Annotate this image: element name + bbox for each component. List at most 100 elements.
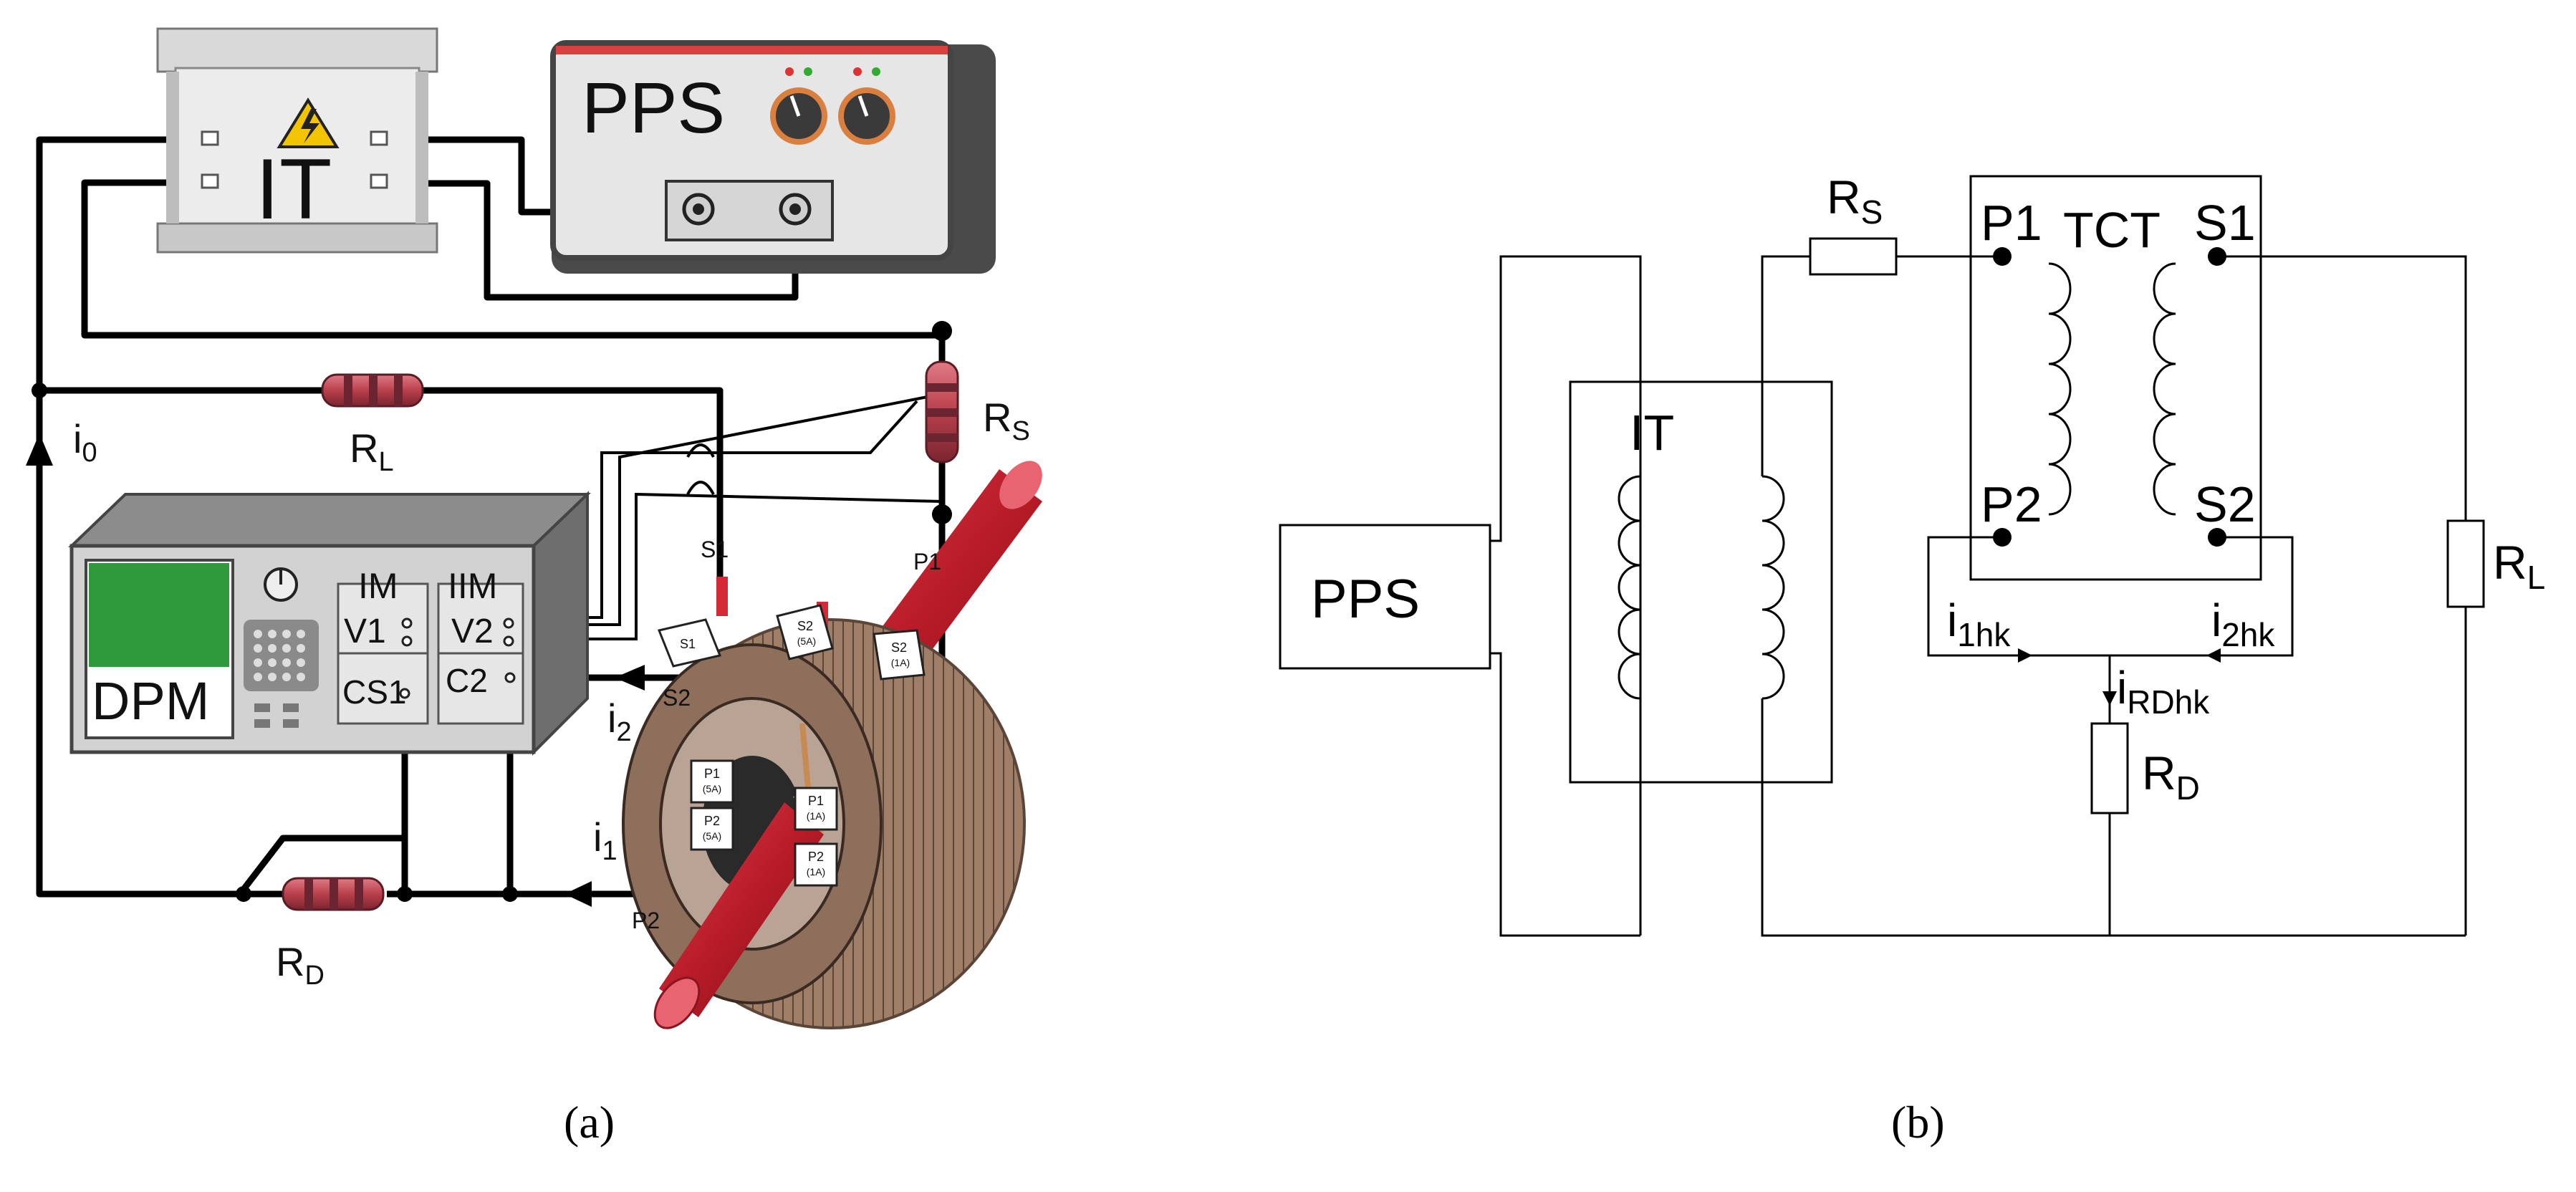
b-wire-sec-bottom bbox=[1761, 698, 2466, 937]
keypad-icon bbox=[244, 620, 319, 691]
b-rs-label: RS bbox=[1827, 170, 1883, 231]
b-rl-label: RL bbox=[2493, 536, 2545, 596]
im-label: IM bbox=[358, 566, 398, 606]
b-tct-label: TCT bbox=[2063, 202, 2161, 258]
rl-resistor bbox=[321, 373, 424, 408]
b-tct-coil-primary bbox=[2048, 262, 2072, 516]
svg-text:(5A): (5A) bbox=[797, 635, 816, 647]
lightning-icon bbox=[301, 109, 319, 143]
svg-text:(1A): (1A) bbox=[807, 810, 825, 822]
b-rd-resistor bbox=[2090, 722, 2129, 814]
svg-text:P1: P1 bbox=[704, 766, 720, 781]
svg-text:P2: P2 bbox=[704, 814, 720, 828]
b-wire-sec-top bbox=[1761, 255, 1810, 476]
b-rs-resistor bbox=[1809, 237, 1898, 276]
b-it-coil-secondary bbox=[1762, 475, 1785, 700]
caption-a: (a) bbox=[564, 1097, 615, 1148]
it-device: IT bbox=[156, 27, 438, 254]
v1-label: V1 bbox=[344, 612, 386, 650]
b-it-box bbox=[1569, 380, 1833, 784]
b-s1-label: S1 bbox=[2194, 195, 2256, 251]
svg-text:(5A): (5A) bbox=[703, 830, 721, 842]
dpm-screen bbox=[89, 563, 229, 667]
it-label: IT bbox=[256, 141, 332, 237]
wire-rl-right bbox=[423, 387, 724, 595]
wire-loop-left bbox=[36, 136, 244, 898]
svg-text:S1: S1 bbox=[680, 637, 696, 651]
svg-text:(1A): (1A) bbox=[807, 866, 825, 878]
b-i2hk-label: i2hk bbox=[2211, 595, 2275, 653]
s2-wire-label: S2 bbox=[663, 685, 691, 711]
b-rd-label: RD bbox=[2142, 746, 2200, 807]
b-p2-label: P2 bbox=[1981, 476, 2042, 532]
svg-text:S2: S2 bbox=[891, 640, 907, 655]
b-s2-label: S2 bbox=[2194, 476, 2256, 532]
tag-p2-1a: P2 (1A) bbox=[794, 842, 838, 887]
iim-label: IIM bbox=[448, 566, 497, 606]
b-pps-label: PPS bbox=[1311, 569, 1420, 630]
p2-wire-label: P2 bbox=[632, 908, 660, 933]
pps-box bbox=[1279, 524, 1491, 670]
arrow-i2 bbox=[615, 665, 645, 691]
svg-text:P1: P1 bbox=[808, 794, 824, 808]
sense-hump-2 bbox=[686, 481, 715, 495]
rd-label: RD bbox=[276, 939, 325, 991]
junctions bbox=[32, 321, 952, 902]
b-irdhk-label: iRDhk bbox=[2117, 662, 2210, 721]
svg-text:S2: S2 bbox=[797, 619, 813, 633]
rd-resistor bbox=[282, 877, 385, 911]
caption-b: (b) bbox=[1891, 1097, 1945, 1148]
pps-label: PPS bbox=[582, 68, 725, 148]
cs1-label: CS1 bbox=[342, 673, 406, 711]
tag-s2-1a: S2 (1A) bbox=[873, 629, 926, 681]
b-pps-wire-top bbox=[1490, 255, 1642, 936]
rod-front bbox=[659, 802, 824, 1017]
rs-resistor bbox=[925, 360, 959, 463]
sense-hump bbox=[686, 443, 715, 458]
b-p1-label: P1 bbox=[1981, 195, 2042, 251]
b-tct-box bbox=[1969, 175, 2262, 581]
pps-device: PPS bbox=[550, 40, 996, 274]
b-arrow-i2hk bbox=[2206, 648, 2221, 663]
tag-p1-1a: P1 (1A) bbox=[794, 787, 838, 831]
arrow-i1 bbox=[564, 881, 592, 907]
b-tct-coil-secondary bbox=[2153, 262, 2176, 516]
wire-bypass bbox=[237, 835, 405, 896]
rl-label: RL bbox=[350, 426, 394, 477]
tag-p2-5a: P2 (5A) bbox=[690, 807, 734, 851]
tct-core: S1 S2 (5A) S2 (1A) P1 (5A) P2 (5A) bbox=[622, 461, 1042, 1029]
b-arrow-i1hk bbox=[2018, 648, 2032, 663]
svg-text:(1A): (1A) bbox=[891, 657, 910, 668]
arrow-i0 bbox=[26, 433, 53, 466]
panel-b: PPS IT RS TCT P1 S1 P2 S2 bbox=[1279, 170, 2545, 937]
svg-text:P2: P2 bbox=[808, 850, 824, 864]
b-i1hk-label: i1hk bbox=[1947, 595, 2011, 653]
v2-label: V2 bbox=[451, 612, 494, 650]
dpm-label: DPM bbox=[92, 671, 209, 731]
b-rl-resistor bbox=[2446, 519, 2485, 608]
tag-s2-5a: S2 (5A) bbox=[776, 604, 834, 660]
wire-it-rs bbox=[81, 179, 946, 372]
dpm-device: DPM IM IIM V1 V2 CS1 C2 bbox=[68, 491, 591, 756]
i2-label: i2 bbox=[607, 696, 632, 747]
s1-wire-label: S1 bbox=[701, 537, 729, 562]
tag-p1-5a: P1 (5A) bbox=[690, 759, 734, 804]
b-wire-s1-rl bbox=[2217, 255, 2467, 521]
svg-text:(5A): (5A) bbox=[703, 783, 721, 794]
b-it-coil-primary bbox=[1618, 475, 1641, 700]
panel-a: IT PPS bbox=[26, 27, 1042, 1029]
b-pps-wire-bottom bbox=[1490, 652, 1640, 937]
knob-2-icon bbox=[838, 67, 895, 145]
b-it-label: IT bbox=[1630, 405, 1674, 461]
b-arrow-irdhk bbox=[2102, 691, 2117, 706]
i0-label: i0 bbox=[73, 416, 97, 468]
p1-wire-label: P1 bbox=[913, 549, 941, 575]
i1-label: i1 bbox=[593, 814, 617, 866]
power-icon bbox=[264, 567, 298, 602]
c2-label: C2 bbox=[446, 662, 488, 699]
knob-1-icon bbox=[770, 67, 827, 145]
rs-label: RS bbox=[983, 395, 1030, 446]
tag-s1: S1 bbox=[657, 618, 722, 668]
